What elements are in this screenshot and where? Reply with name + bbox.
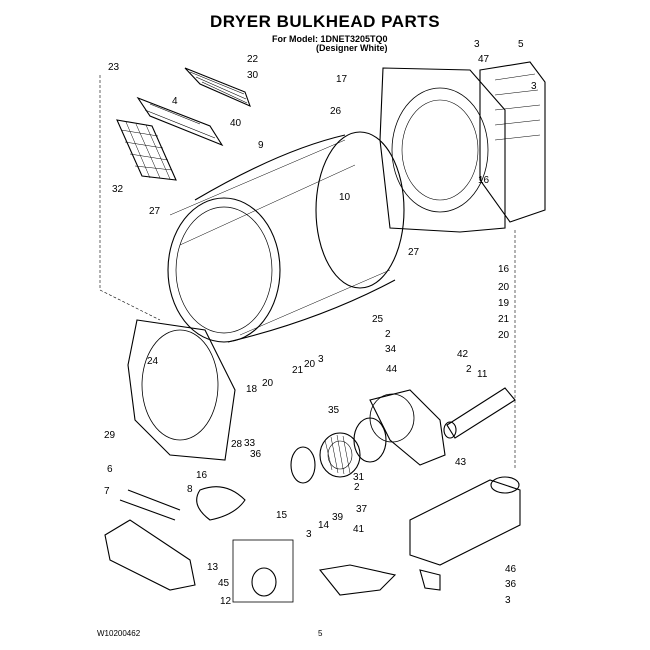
callout-10: 10 <box>339 192 351 203</box>
callout-6: 6 <box>107 464 113 475</box>
callout-20: 20 <box>262 378 274 389</box>
callout-7: 7 <box>104 486 110 497</box>
callout-15: 15 <box>276 510 288 521</box>
callout-21: 21 <box>498 314 510 325</box>
callout-45: 45 <box>218 578 230 589</box>
page-number: 5 <box>318 629 323 638</box>
callout-46: 46 <box>505 564 517 575</box>
callout-16: 16 <box>498 264 510 275</box>
part-15-frame <box>232 539 294 603</box>
callout-31: 31 <box>353 472 365 483</box>
exhaust-duct-part <box>446 387 516 439</box>
callout-29: 29 <box>104 430 116 441</box>
callout-11: 11 <box>477 369 488 380</box>
callout-47: 47 <box>478 54 490 65</box>
callout-44: 44 <box>386 364 398 375</box>
doc-number: W10200462 <box>97 629 141 638</box>
lower-bracket-part <box>104 519 196 591</box>
callout-32: 32 <box>112 184 124 195</box>
callout-36: 36 <box>250 449 262 460</box>
callout-8: 8 <box>187 484 193 495</box>
rear-bulkhead-part <box>379 67 506 233</box>
callout-12: 12 <box>220 596 232 607</box>
diagram-title: DRYER BULKHEAD PARTS <box>209 12 441 31</box>
callout-27: 27 <box>149 206 161 217</box>
heater-shield-part <box>479 61 546 223</box>
callout-28: 28 <box>231 439 243 450</box>
lint-screen-part <box>116 119 177 181</box>
drum-front-rim <box>167 197 281 343</box>
callout-21: 21 <box>292 365 304 376</box>
callout-17: 17 <box>336 74 348 85</box>
callout-18: 18 <box>246 384 258 395</box>
callout-24: 24 <box>147 356 159 367</box>
callout-5: 5 <box>518 39 524 50</box>
blower-wheel-part <box>319 432 361 478</box>
front-bulkhead-part <box>127 319 236 461</box>
callout-19: 19 <box>498 298 510 309</box>
callout-40: 40 <box>230 118 242 129</box>
callout-20: 20 <box>498 330 510 341</box>
callout-26: 26 <box>330 106 342 117</box>
bottom-bracket-part <box>318 564 397 596</box>
callout-3: 3 <box>531 81 537 92</box>
callout-3: 3 <box>474 39 480 50</box>
callout-3: 3 <box>505 595 511 606</box>
callout-14: 14 <box>318 520 330 531</box>
callout-36: 36 <box>505 579 517 590</box>
callout-9: 9 <box>258 140 264 151</box>
lint-bracket-part <box>136 96 224 147</box>
callout-2: 2 <box>466 364 472 375</box>
callout-27: 27 <box>408 247 420 258</box>
callout-13: 13 <box>207 562 219 573</box>
part-drawings <box>99 61 546 603</box>
callout-2: 2 <box>385 329 391 340</box>
callout-20: 20 <box>498 282 510 293</box>
callout-25: 25 <box>372 314 384 325</box>
callout-4: 4 <box>172 96 178 107</box>
color-line: (Designer White) <box>316 43 388 53</box>
drive-belt-part <box>196 486 246 521</box>
callout-16: 16 <box>196 470 208 481</box>
callout-35: 35 <box>328 405 340 416</box>
callout-34: 34 <box>385 344 397 355</box>
drum-rear-rim <box>315 131 405 289</box>
callout-22: 22 <box>247 54 259 65</box>
model-line: For Model: 1DNET3205TQ0 <box>272 34 388 44</box>
callout-41: 41 <box>353 524 365 535</box>
callout-3: 3 <box>306 529 312 540</box>
callout-39: 39 <box>332 512 344 523</box>
callout-43: 43 <box>455 457 467 468</box>
lint-grille-part <box>184 67 251 108</box>
callout-42: 42 <box>457 349 469 360</box>
callout-20: 20 <box>304 359 316 370</box>
callout-2: 2 <box>354 482 360 493</box>
callout-16: 16 <box>478 175 490 186</box>
callout-30: 30 <box>247 70 259 81</box>
callout-3: 3 <box>318 354 324 365</box>
motor-housing-part <box>409 479 521 566</box>
callout-23: 23 <box>108 62 120 73</box>
callout-33: 33 <box>244 438 256 449</box>
blower-housing-part <box>369 389 446 466</box>
callout-37: 37 <box>356 504 368 515</box>
